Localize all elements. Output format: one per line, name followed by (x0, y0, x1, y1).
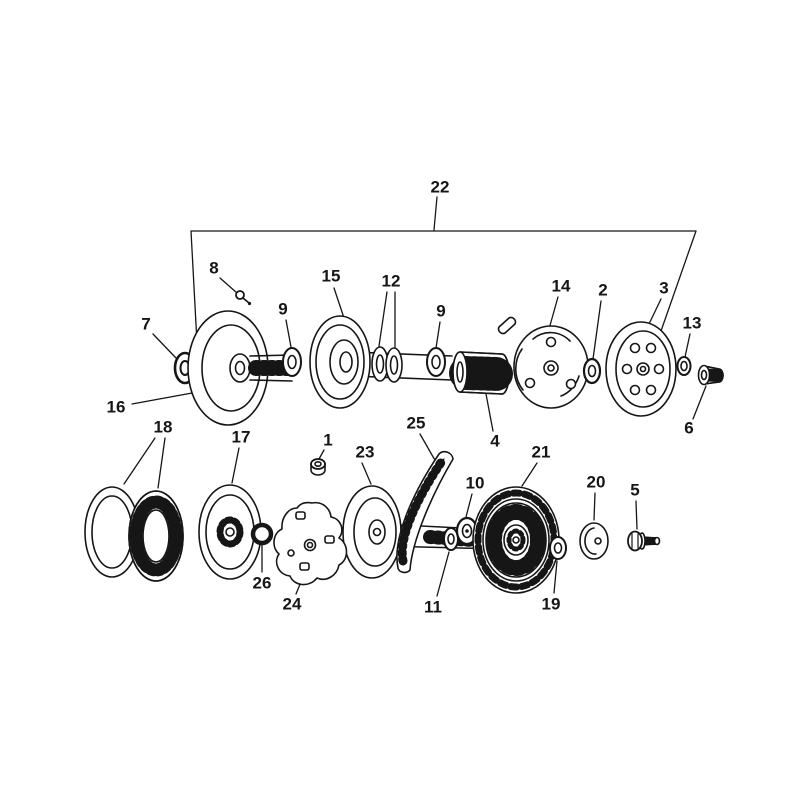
part-9-washer-left (282, 347, 302, 377)
part-16-driven-pulley-face (187, 310, 269, 426)
part-21-fan-wheel (472, 486, 560, 594)
leader-lines (123, 196, 707, 597)
part-15-pulley-half (309, 315, 453, 409)
part-4-splined-sleeve (449, 351, 515, 395)
part-13-flange-nut (676, 356, 692, 376)
part-14-clutch-assembly (497, 316, 589, 409)
part-9-washer-right (426, 347, 446, 377)
part-17-pulley-with-hub (198, 484, 262, 580)
part-24-cam-plate (273, 501, 348, 586)
part-23-drive-pulley-face (342, 485, 402, 579)
part-19-washer (549, 536, 567, 560)
part-3-clutch-drum (605, 321, 677, 417)
part-1-nut (310, 458, 326, 476)
part-20-starter-cam (579, 522, 609, 560)
part-26-o-ring (250, 522, 274, 546)
part-8-screw (235, 290, 252, 306)
part-12-spring-seats (371, 346, 403, 383)
part-18-ribbed-ring (128, 490, 184, 582)
part-2-washer (582, 357, 602, 385)
part-6-end-nut (697, 364, 724, 386)
part-25-v-belt (396, 450, 454, 574)
part-11-washer (443, 527, 459, 551)
part-5-bolt (627, 530, 661, 552)
